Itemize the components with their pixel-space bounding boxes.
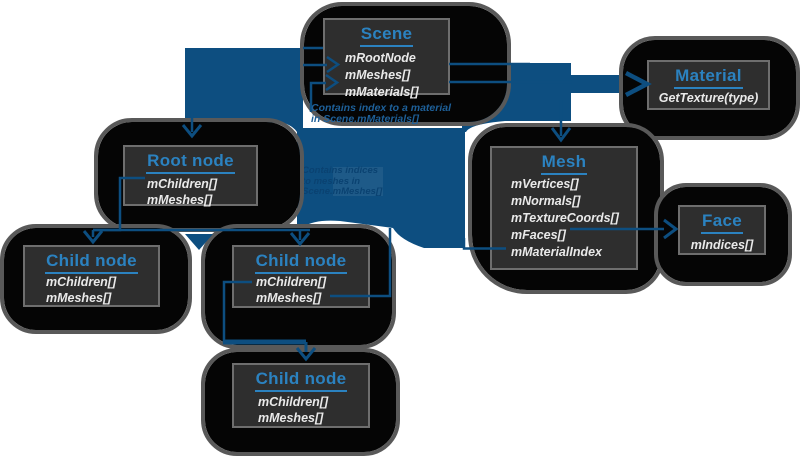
member-field: mMeshes[]	[147, 193, 213, 207]
annotation-line: Scene.mMeshes[]	[302, 186, 383, 197]
node-mesh: Mesh mVertices[] mNormals[] mTextureCoor…	[490, 146, 638, 270]
node-title: Face	[680, 207, 764, 234]
member-field: mMeshes[]	[46, 290, 112, 305]
member-field: mMeshes[]	[256, 290, 322, 305]
node-members: mChildren[] mMeshes[]	[234, 392, 368, 426]
member-field: mRootNode	[345, 51, 416, 65]
thick-bar-to-material	[571, 75, 623, 93]
member-field: mVertices[]	[511, 177, 579, 191]
annotation-line: in Scene.mMaterials[]	[311, 113, 419, 125]
annotation-material-index: Contains index to a material in Scene.mM…	[311, 103, 451, 125]
node-scene: Scene mRootNode mMeshes[] mMaterials[]	[323, 18, 450, 99]
member-field: mTextureCoords[]	[511, 211, 619, 225]
node-root-node: Root node mChildren[] mMeshes[]	[123, 145, 258, 208]
member-field: mChildren[]	[46, 275, 117, 289]
member-field: mMaterials[]	[345, 85, 419, 99]
node-title: Child node	[234, 365, 368, 392]
highlight-patch	[333, 167, 383, 196]
node-members: mIndices[]	[680, 234, 764, 253]
member-field: mNormals[]	[511, 194, 581, 208]
node-title: Root node	[125, 147, 256, 174]
node-members: mVertices[] mNormals[] mTextureCoords[] …	[492, 175, 636, 261]
node-title: Child node	[25, 247, 158, 274]
member-field: mChildren[]	[258, 395, 329, 409]
member-field: GetTexture(type)	[658, 91, 759, 105]
annotation-line: Contains index to a material	[311, 102, 452, 114]
node-members: mChildren[] mMeshes[]	[234, 274, 368, 306]
node-title: Mesh	[492, 148, 636, 175]
node-child-node-1: Child node mChildren[] mMeshes[]	[23, 245, 160, 307]
node-members: mRootNode mMeshes[] mMaterials[]	[325, 47, 448, 101]
member-field: mIndices[]	[690, 238, 754, 252]
node-child-node-2: Child node mChildren[] mMeshes[]	[232, 245, 370, 308]
node-child-node-3: Child node mChildren[] mMeshes[]	[232, 363, 370, 428]
central-blue-region	[303, 128, 465, 248]
member-field: mMaterialIndex	[511, 245, 603, 259]
node-title: Material	[649, 62, 768, 89]
node-members: mChildren[] mMeshes[]	[125, 174, 256, 208]
node-members: mChildren[] mMeshes[]	[25, 274, 158, 306]
annotation-line: Contains indices	[302, 165, 379, 176]
node-material: Material GetTexture(type)	[647, 60, 770, 110]
node-face: Face mIndices[]	[678, 205, 766, 255]
node-title: Scene	[325, 20, 448, 47]
member-field: mChildren[]	[147, 177, 218, 191]
member-field: mMeshes[]	[258, 411, 324, 425]
member-field: mChildren[]	[256, 275, 327, 289]
node-title: Child node	[234, 247, 368, 274]
node-members: GetTexture(type)	[649, 89, 768, 106]
member-field: mMeshes[]	[345, 68, 411, 82]
annotation-line: to meshes in	[302, 175, 361, 187]
annotation-mesh-indices: Contains indices to meshes in Scene.mMes…	[302, 165, 383, 198]
band-scene-to-rootnode	[185, 48, 303, 228]
member-field: mFaces[]	[511, 228, 566, 242]
